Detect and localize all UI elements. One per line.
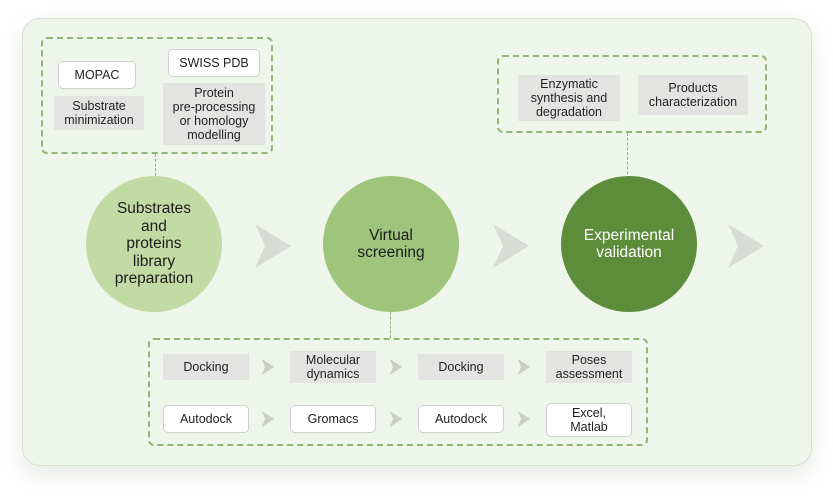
validation-steps-group: [497, 55, 767, 133]
connector-line-preparation: [155, 154, 156, 176]
screening-step-molecular-dynamics: Molecular dynamics: [290, 351, 376, 383]
connector-line-screening: [390, 312, 391, 338]
stage-virtual-screening-circle: Virtual screening: [323, 176, 459, 312]
chevron-right-icon: [493, 224, 529, 268]
chevron-right-icon: [262, 411, 274, 427]
screening-tool-gromacs: Gromacs: [290, 405, 376, 433]
chevron-right-icon: [390, 359, 402, 375]
connector-line-validation: [627, 133, 628, 179]
enzymatic-synthesis-box: Enzymatic synthesis and degradation: [518, 75, 620, 121]
swiss-pdb-tool-box: SWISS PDB: [168, 49, 260, 77]
stage-experimental-validation-circle: Experimental validation: [561, 176, 697, 312]
screening-step-docking-2: Docking: [418, 354, 504, 380]
screening-step-docking-1: Docking: [163, 354, 249, 380]
stage-preparation-circle: Substrates and proteins library preparat…: [86, 176, 222, 312]
products-characterization-box: Products characterization: [638, 75, 748, 115]
mopac-tool-box: MOPAC: [58, 61, 136, 89]
chevron-right-icon: [255, 224, 291, 268]
chevron-right-icon: [518, 411, 530, 427]
chevron-right-icon: [262, 359, 274, 375]
chevron-right-icon: [728, 224, 764, 268]
screening-tool-autodock-2: Autodock: [418, 405, 504, 433]
protein-preprocessing-box: Protein pre-processing or homology model…: [163, 83, 265, 145]
chevron-right-icon: [518, 359, 530, 375]
preparation-tools-group: [41, 37, 273, 154]
chevron-right-icon: [390, 411, 402, 427]
substrate-minimization-box: Substrate minimization: [54, 96, 144, 130]
screening-tool-excel-matlab: Excel, Matlab: [546, 403, 632, 437]
screening-workflow-group: [148, 338, 648, 446]
screening-tool-autodock-1: Autodock: [163, 405, 249, 433]
screening-step-poses-assessment: Poses assessment: [546, 351, 632, 383]
